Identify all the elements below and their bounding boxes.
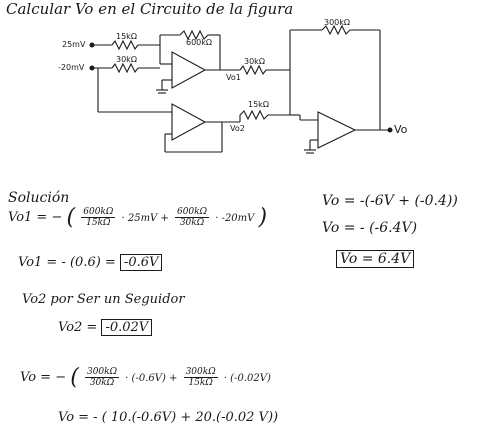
label-vo2: Vo2: [230, 124, 245, 133]
resistor-rf2: [321, 24, 351, 36]
vo1-open-paren: (: [66, 205, 76, 230]
label-vo: Vo: [394, 123, 408, 136]
vo1-f1-den: 15kΩ: [86, 218, 111, 228]
output-terminal: [387, 127, 393, 133]
opamp-2: [171, 103, 207, 141]
vo1-step: Vo1 = - (0.6) = -0.6V: [18, 254, 163, 271]
input-terminal-2: [89, 65, 95, 71]
vo1-step-text: Vo1 = - (0.6) =: [18, 255, 116, 270]
vo-equation: Vo = − ( 300kΩ 30kΩ · (-0.6V) + 300kΩ 15…: [20, 365, 271, 390]
input-terminal-1: [89, 42, 95, 48]
opamp-3: [317, 111, 357, 149]
resistor-r2: [111, 62, 139, 74]
problem-title: Calcular Vo en el Circuito de la figura: [6, 0, 294, 18]
vo1-close-paren: ): [258, 205, 268, 230]
label-in1: 25mV: [62, 40, 86, 49]
vo-open-paren: (: [70, 365, 79, 390]
vo1-term-1: · 25mV +: [121, 213, 169, 224]
solution-heading: Solución: [8, 190, 70, 206]
vo1-fraction-2: 600kΩ 30kΩ: [174, 207, 210, 228]
right-line-2: Vo = - (-6.4V): [322, 220, 418, 236]
vo-f1-den: 30kΩ: [89, 378, 115, 388]
label-in2: -20mV: [58, 63, 85, 72]
vo-term-1: · (-0.6V) +: [125, 373, 178, 384]
label-rf1: 600kΩ: [186, 38, 213, 47]
label-vo1: Vo1: [226, 73, 241, 82]
vo1-f2-den: 30kΩ: [179, 218, 205, 228]
label-rf2: 300kΩ: [324, 18, 351, 27]
vo1-f1-num: 600kΩ: [81, 207, 116, 218]
vo2-lhs: Vo2 =: [58, 320, 98, 335]
vo1-fraction-1: 600kΩ 15kΩ: [81, 207, 116, 228]
vo-f1-num: 300kΩ: [84, 367, 120, 378]
resistor-rf1: [179, 29, 209, 41]
vo1-result: -0.6V: [119, 254, 163, 271]
vo-term-2: · (-0.02V): [223, 373, 271, 384]
resistor-r1: [111, 39, 139, 51]
vo1-minus: −: [51, 210, 63, 225]
vo-fraction-2: 300kΩ 15kΩ: [183, 367, 218, 388]
right-result: Vo = 6.4V: [336, 250, 415, 268]
resistor-r3: [239, 64, 267, 76]
vo2-equation: Vo2 = -0.02V: [58, 319, 153, 336]
vo-fraction-1: 300kΩ 30kΩ: [84, 367, 120, 388]
vo-minus: −: [55, 370, 67, 385]
vo-step: Vo = - ( 10.(-0.6V) + 20.(-0.02 V)): [58, 410, 279, 425]
vo-lhs: Vo =: [20, 370, 52, 385]
label-r4: 15kΩ: [248, 100, 269, 109]
label-r2: 30kΩ: [116, 55, 137, 64]
vo1-equation: Vo1 = − ( 600kΩ 15kΩ · 25mV + 600kΩ 30kΩ…: [8, 205, 267, 230]
opamp-1: [171, 51, 207, 89]
vo-f2-num: 300kΩ: [183, 367, 218, 378]
vo-f2-den: 15kΩ: [188, 378, 213, 388]
label-r1: 15kΩ: [116, 32, 137, 41]
vo1-lhs: Vo1 =: [8, 210, 48, 225]
right-line-1: Vo = -(-6V + (-0.4)): [322, 193, 458, 209]
resistor-r4: [239, 109, 269, 121]
vo1-term-2: · -20mV: [215, 213, 255, 224]
vo1-f2-num: 600kΩ: [174, 207, 210, 218]
label-r3: 30kΩ: [244, 57, 265, 66]
vo2-note: Vo2 por Ser un Seguidor: [22, 292, 185, 307]
vo2-result: -0.02V: [101, 319, 153, 336]
